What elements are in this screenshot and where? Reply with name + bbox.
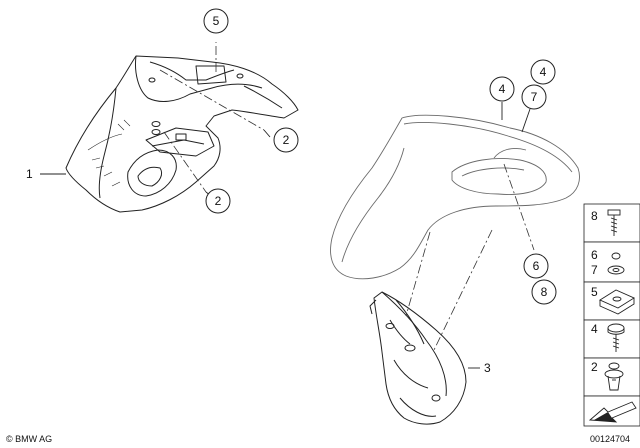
callout-5-top: 5 [203,8,229,34]
clip-nut-icon [599,289,635,315]
arrow-symbol-icon [588,401,637,423]
callout-4-a: 4 [489,76,515,102]
image-number: 00124704 [590,434,630,444]
fender-bracket-part [65,55,299,213]
legend-row-arrow [583,395,640,427]
legend-row-6-7: 6 7 [583,241,640,283]
svg-text:6: 6 [533,259,540,273]
callout-6: 6 [523,253,549,279]
legend-row-4: 4 [583,319,640,359]
callout-4-b: 4 [530,59,556,85]
callout-2-right: 2 [273,127,299,153]
washer-icon [607,252,625,275]
svg-text:5: 5 [213,14,220,28]
assembly-lines [159,42,535,351]
callout-8: 8 [531,279,557,305]
svg-text:2: 2 [215,194,222,208]
label-1: 1 [26,167,33,181]
legend-label-7: 7 [591,263,598,277]
legend-label-4: 4 [591,322,598,336]
parts-legend: 8 6 7 5 [583,203,640,427]
legend-label-5: 5 [591,285,598,299]
svg-text:4: 4 [540,65,547,79]
svg-text:2: 2 [283,133,290,147]
legend-row-5: 5 [583,281,640,321]
legend-row-8: 8 [583,203,640,243]
svg-text:8: 8 [541,285,548,299]
legend-label-6: 6 [591,248,598,262]
label-3: 3 [484,361,491,375]
copyright-text: © BMW AG [6,434,52,444]
expansion-rivet-icon [604,362,624,391]
legend-label-8: 8 [591,209,598,223]
legend-label-2: 2 [591,360,598,374]
trim-panel-part [369,291,467,425]
screw-icon [607,209,621,236]
bolt-icon [607,323,625,352]
callout-7: 7 [521,84,547,110]
legend-row-2: 2 [583,357,640,397]
callout-2-lower: 2 [205,188,231,214]
seat-cover-part [330,114,580,280]
svg-text:7: 7 [531,90,538,104]
svg-text:4: 4 [499,82,506,96]
